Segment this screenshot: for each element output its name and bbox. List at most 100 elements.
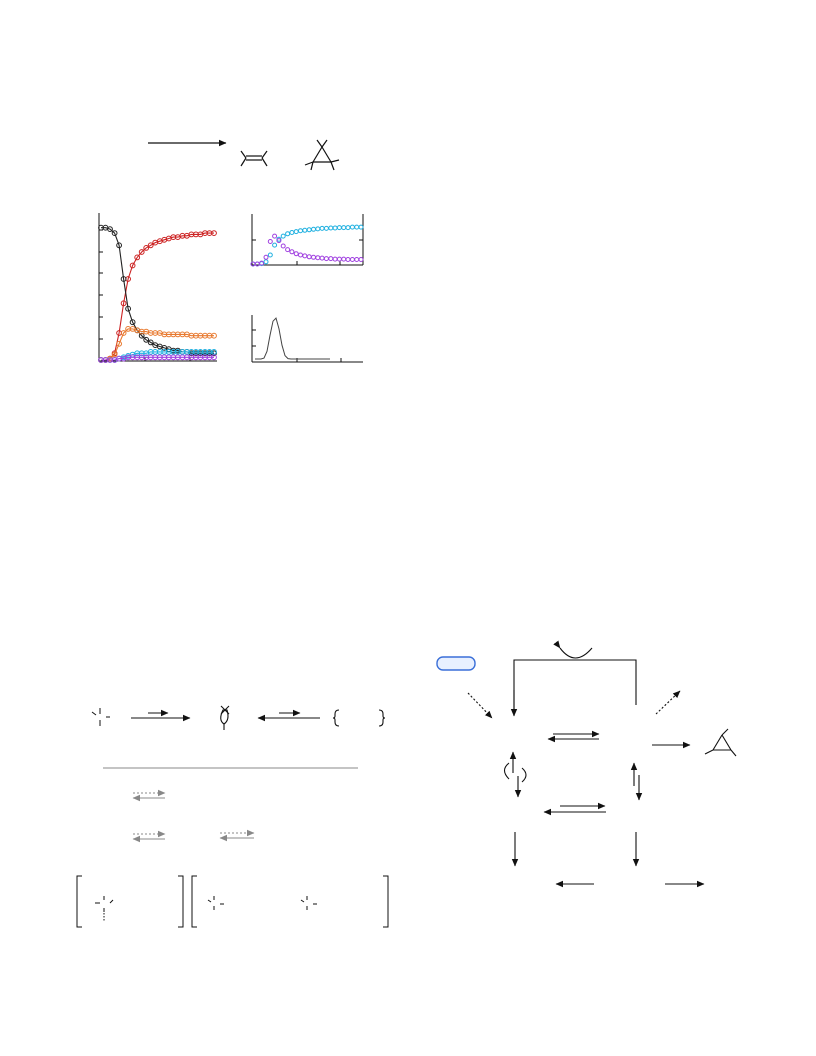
series-1-1-point: [328, 256, 334, 262]
series-1-0-point: [272, 242, 278, 248]
dotted-arrow-in: [467, 692, 493, 719]
top-reaction-scheme: [148, 139, 340, 171]
series-1-1-point: [315, 255, 321, 261]
series-1-1-point: [358, 257, 364, 262]
series-0-0-line: [101, 232, 214, 361]
series-0-0-point: [143, 245, 150, 251]
series-1-1-point: [336, 256, 342, 262]
series-1-0-point: [354, 224, 360, 230]
series-1-0-point: [263, 259, 269, 265]
series-1-1-point: [306, 254, 312, 260]
series-1-1-point: [293, 251, 299, 257]
series-0-0-point: [138, 249, 145, 255]
inset-top-axes: [251, 214, 364, 266]
series-0-1-point: [138, 332, 145, 339]
equilibrium-right-vertical: [630, 762, 643, 801]
fragment-left: [91, 708, 110, 726]
series-1-1-point: [276, 238, 282, 244]
cycle-top-loop: [513, 659, 637, 715]
series-0-1-point: [111, 230, 118, 237]
alkene-structure: [240, 150, 268, 167]
catalytic-cycle: [436, 640, 737, 888]
bracket-fragments: [95, 896, 317, 921]
series-1-1-point: [298, 252, 303, 258]
series-0-0-point: [211, 230, 217, 237]
series-1-0-point: [267, 252, 273, 258]
series-1-0-point: [358, 224, 364, 230]
series-1-0-point: [319, 225, 325, 231]
series-1-0-point: [315, 226, 321, 232]
series-1-1-point: [349, 257, 355, 262]
series-0-2-point: [111, 351, 118, 358]
curved-arrow-top: [553, 640, 593, 659]
series-1-0-point: [293, 229, 299, 235]
series-1-0-point: [302, 227, 308, 233]
series-1-0-point: [306, 227, 312, 233]
main-chart-axes: [98, 213, 217, 362]
series-1-1-point: [332, 256, 338, 262]
series-1-1-point: [259, 260, 265, 266]
series-0-4-point: [211, 354, 217, 361]
series-1-0-point: [323, 225, 329, 231]
series-0-3-point: [211, 349, 217, 355]
series-1-0-point: [311, 226, 316, 232]
dotted-arrow-out: [655, 690, 681, 715]
series-1-1-point: [319, 255, 325, 261]
series-1-1-point: [272, 233, 278, 239]
series-1-1-point: [263, 254, 269, 260]
series-1-0-point: [332, 225, 338, 231]
metal-complex-structure: [220, 705, 230, 730]
series-1-1-point: [345, 257, 351, 262]
series-1-0-point: [341, 225, 347, 231]
kinetics-chart-inset-top: [250, 214, 364, 267]
series-1-0-point: [280, 233, 286, 239]
series-0-1-point: [116, 242, 122, 249]
series-1-1-point: [280, 243, 286, 249]
series-0-1-point: [107, 226, 113, 233]
series-1-1-point: [302, 253, 308, 259]
series-1-0-point: [328, 225, 334, 231]
bracket-group: [332, 709, 386, 727]
equilibrium-scheme: [76, 705, 389, 928]
series-0-2-point: [116, 340, 122, 347]
series-0-1-point: [143, 336, 150, 343]
series-0-1-point: [125, 305, 132, 312]
grey-equilibria: [132, 789, 255, 843]
inset-bottom-axes: [251, 315, 363, 363]
product-cyclopropane-icon: [704, 728, 737, 757]
series-1-0-point: [289, 230, 295, 235]
highlight-box: [436, 656, 476, 671]
equilibrium-left-vertical: [503, 751, 527, 798]
series-2-0-line: [255, 317, 330, 360]
series-0-1-point: [147, 339, 154, 346]
series-1-0-point: [298, 228, 303, 234]
series-1-0-point: [285, 231, 291, 237]
kinetics-chart-inset-bottom: [251, 315, 363, 363]
series-0-2-point: [211, 332, 217, 339]
series-1-1-point: [323, 256, 329, 262]
series-0-2-point: [120, 330, 127, 336]
series-1-0-point: [349, 224, 355, 230]
inset-bottom-plot-area: [255, 317, 330, 360]
series-0-0-point: [147, 242, 154, 249]
series-1-0-point: [336, 225, 342, 231]
kinetics-chart-main: [98, 213, 217, 363]
series-1-1-point: [285, 247, 291, 253]
series-0-0-point: [120, 300, 127, 307]
series-0-1-point: [120, 276, 127, 282]
cyclopropane-structure: [304, 139, 340, 171]
inset-top-plot-area: [250, 224, 364, 267]
series-0-0-point: [129, 262, 136, 269]
main-chart-plot-area: [98, 224, 217, 363]
series-1-1-point: [311, 254, 316, 260]
series-1-1-point: [354, 257, 360, 262]
square-brackets: [76, 875, 389, 928]
series-1-0-point: [345, 225, 351, 231]
series-1-1-point: [341, 256, 347, 262]
series-0-0-point: [134, 254, 141, 261]
series-1-1-point: [267, 239, 273, 244]
series-0-1-point: [129, 319, 136, 326]
series-1-1-point: [289, 249, 295, 255]
